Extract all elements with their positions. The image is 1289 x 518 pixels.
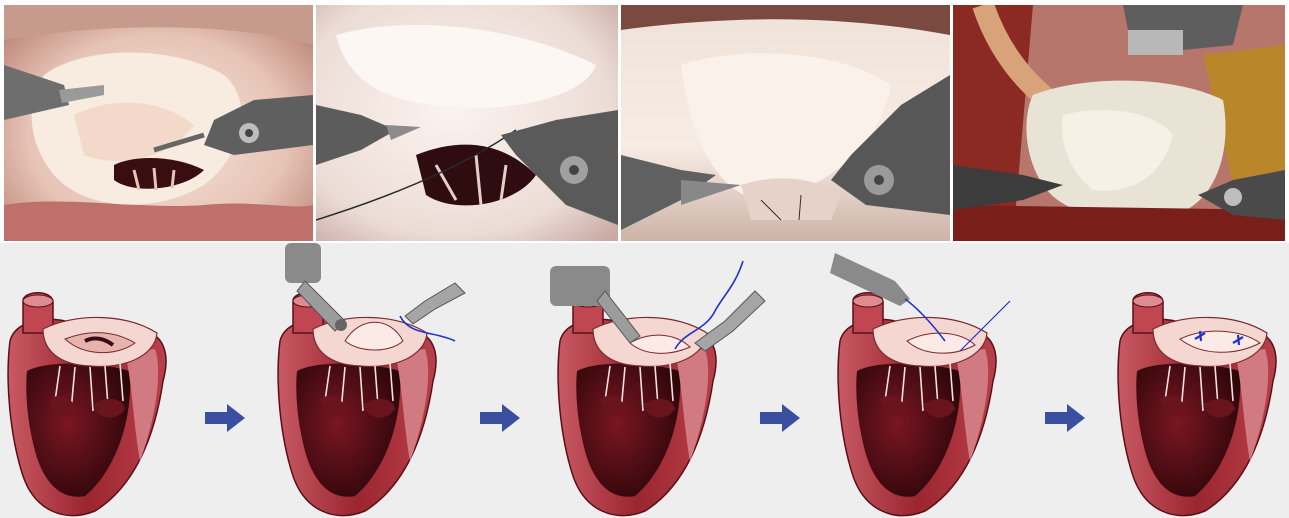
arrow-4 <box>1045 404 1085 432</box>
needle-driver-icon <box>405 283 465 324</box>
arrow-1 <box>205 404 245 432</box>
photo-exposed-mitral-valve <box>4 5 313 241</box>
heart-step-4-sutures-placed <box>830 253 1010 516</box>
arrow-3 <box>760 404 800 432</box>
needle-driver-icon <box>695 291 765 351</box>
heart-step-5-repaired <box>1118 293 1276 516</box>
photo-row <box>0 0 1289 243</box>
procedure-diagram <box>0 243 1289 518</box>
arrow-2 <box>480 404 520 432</box>
heart-step-3-suturing <box>550 261 765 516</box>
photo-suturing-leaflet <box>621 5 950 241</box>
photo-repaired-valve <box>953 5 1285 241</box>
heart-step-1-prolapse <box>8 293 166 516</box>
photo-resection-with-needle-driver <box>316 5 618 241</box>
heart-step-2-resection <box>278 243 465 516</box>
